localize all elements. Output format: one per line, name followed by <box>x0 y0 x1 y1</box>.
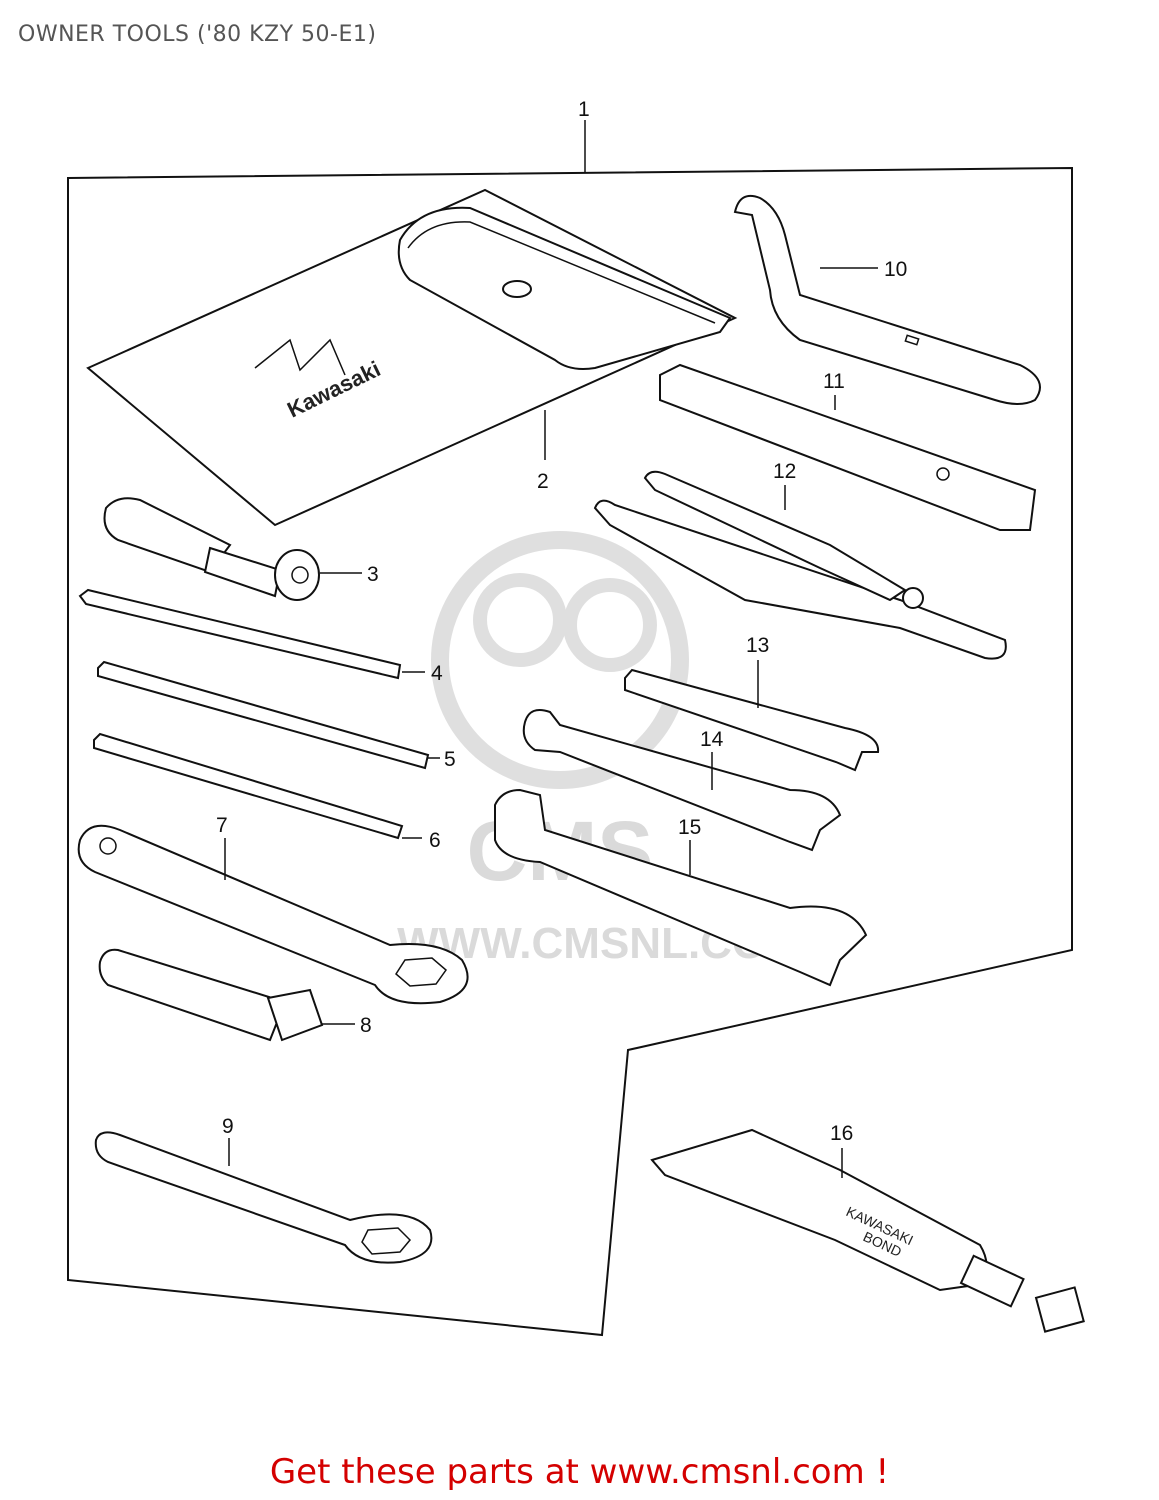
pliers <box>593 470 1007 660</box>
bond-tube: KAWASAKI BOND <box>650 1128 1085 1333</box>
callout-8: 8 <box>360 1014 372 1037</box>
callout-7: 7 <box>216 814 228 837</box>
callout-9: 9 <box>222 1115 234 1138</box>
callout-5: 5 <box>444 748 456 771</box>
callout-numbers: 1 2 3 4 5 6 7 8 9 10 11 12 13 14 15 16 <box>216 98 907 1145</box>
callout-3: 3 <box>367 563 379 586</box>
callout-1: 1 <box>578 98 590 121</box>
page-title: OWNER TOOLS ('80 KZY 50-E1) <box>18 22 377 47</box>
callout-10: 10 <box>884 258 907 281</box>
ring-wrench-small <box>94 1131 433 1264</box>
callout-6: 6 <box>429 829 441 852</box>
screwdriver-handle <box>103 497 362 601</box>
cmsnl-footer-link[interactable]: Get these parts at www.cmsnl.com ! <box>269 1452 890 1492</box>
socket-wrench <box>98 948 355 1042</box>
hook-wrench <box>733 194 1041 405</box>
callout-4: 4 <box>431 662 443 685</box>
exploded-parts-diagram: CMS WWW.CMSNL.COM Kawasaki <box>67 98 1085 1337</box>
callout-11: 11 <box>823 370 845 393</box>
callout-12: 12 <box>773 460 796 483</box>
kit-outline <box>67 166 1073 1337</box>
ring-wrench-large <box>77 824 469 1005</box>
callout-14: 14 <box>700 728 724 751</box>
callout-13: 13 <box>746 634 769 657</box>
open-end-wrenches <box>494 660 880 987</box>
extension-bar <box>659 363 1037 531</box>
callout-15: 15 <box>678 816 701 839</box>
callout-2: 2 <box>537 470 549 493</box>
tool-pouch: Kawasaki <box>86 188 738 527</box>
screwdriver-bits <box>78 588 440 840</box>
callout-16: 16 <box>830 1122 853 1145</box>
